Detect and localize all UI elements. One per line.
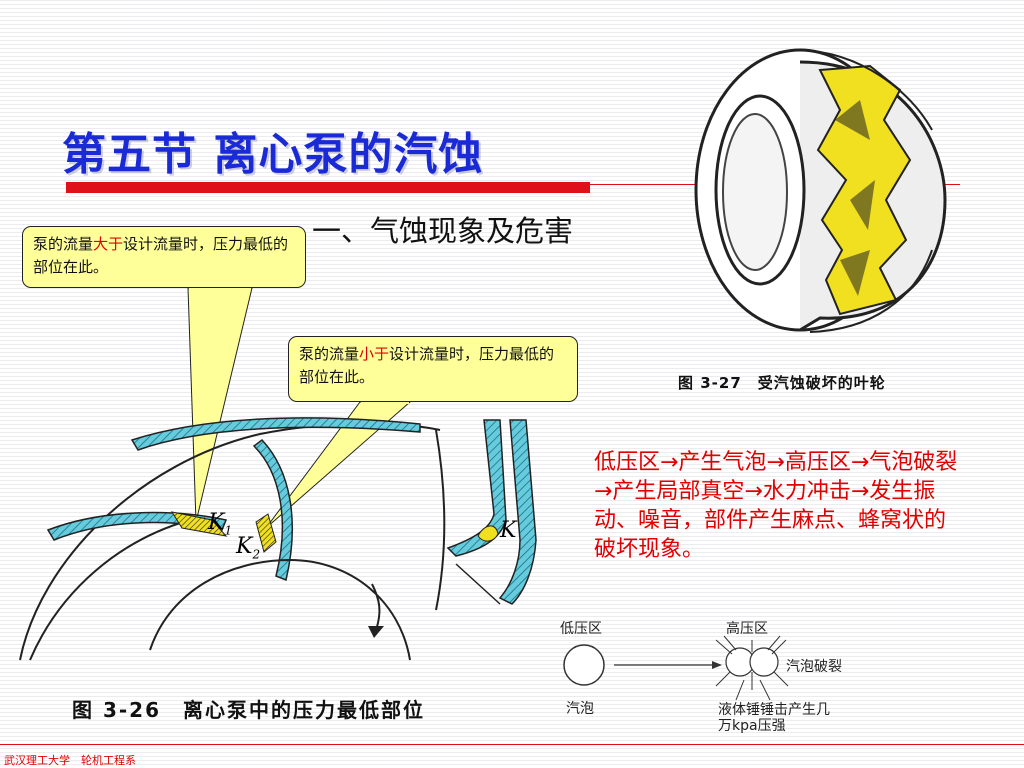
blade-detail-figure	[446, 419, 537, 605]
figure-3-26-caption: 图 3-26 离心泵中的压力最低部位	[72, 698, 426, 722]
callout-flow-greater: 泵的流量大于设计流量时，压力最低的部位在此。	[22, 226, 306, 288]
k1-damage	[170, 511, 228, 537]
impeller-section-figure	[19, 417, 446, 661]
callout2-highlight: 小于	[359, 345, 390, 363]
cavitation-flow-diagram	[563, 635, 789, 701]
callout1-text-post: 设计流量时，压力最低的部位在此。	[33, 235, 289, 276]
damaged-impeller-figure	[694, 48, 947, 333]
cavitation-description: 低压区→产生气泡→高压区→气泡破裂→产生局部真空→水力冲击→发生振动、噪音，部件…	[594, 450, 958, 562]
k-damage	[477, 525, 499, 542]
title-underline-bar	[66, 182, 590, 193]
callout2-text-pre: 泵的流量	[299, 345, 360, 363]
flow-label-high-pressure: 高压区	[726, 621, 768, 637]
callout1-text-pre: 泵的流量	[33, 235, 94, 253]
callout1-highlight: 大于	[93, 235, 124, 253]
callout2-text-post: 设计流量时，压力最低的部位在此。	[299, 345, 555, 386]
label-k: K	[500, 518, 517, 543]
flow-label-impact: 液体锤锤击产生几 万kpa压强	[718, 702, 830, 734]
k2-damage	[255, 513, 277, 553]
label-k2: K2	[236, 534, 261, 562]
slide-title: 第五节 离心泵的汽蚀	[62, 129, 484, 180]
callout1-pointer	[187, 287, 253, 523]
figure-3-27-caption: 图 3-27 受汽蚀破坏的叶轮	[678, 374, 886, 392]
footer-divider	[0, 744, 1024, 745]
flow-label-bubble-burst: 汽泡破裂	[786, 659, 842, 675]
footer-org: 武汉理工大学 轮机工程系	[4, 754, 136, 767]
section-subtitle: 一、气蚀现象及危害	[312, 214, 574, 248]
callout-flow-less: 泵的流量小于设计流量时，压力最低的部位在此。	[288, 336, 578, 402]
flow-label-low-pressure: 低压区	[560, 621, 602, 637]
flow-label-bubble: 汽泡	[566, 701, 594, 717]
label-k1: K1	[208, 510, 233, 538]
